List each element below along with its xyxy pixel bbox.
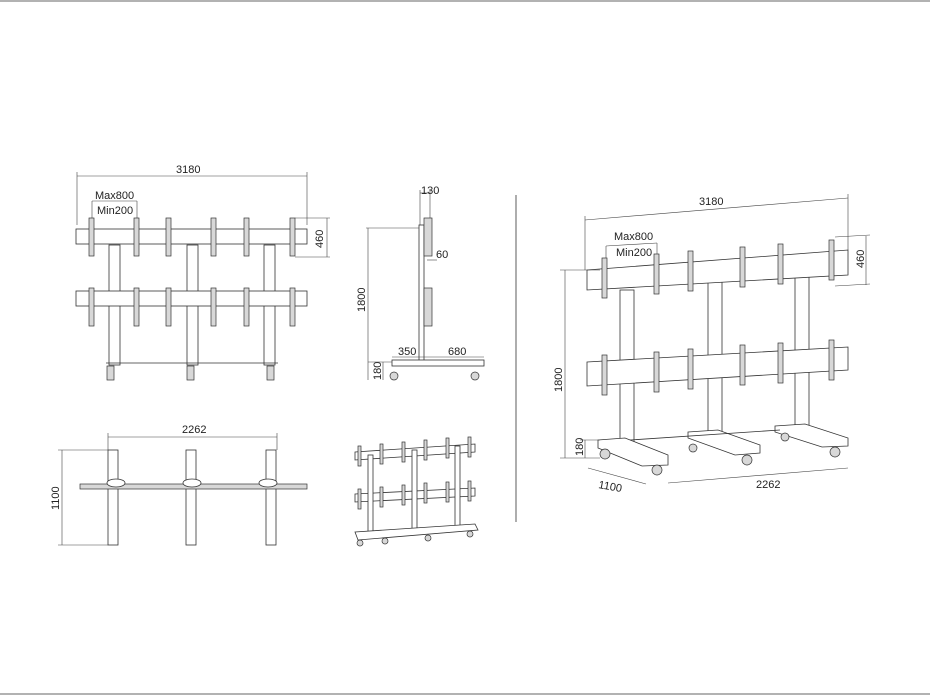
iso-max-label: Max800 — [614, 231, 653, 243]
iso-view: 3180 Max800 Min200 460 1800 180 1100 226… — [553, 194, 871, 495]
side-height-label: 1800 — [356, 288, 368, 312]
iso-base-height-label: 180 — [574, 438, 586, 456]
iso-bracket-height-label: 460 — [855, 250, 867, 268]
side-depth-label: 130 — [421, 185, 439, 197]
iso-width-label: 3180 — [699, 196, 723, 208]
small-iso-view — [354, 436, 479, 547]
front-max-label: Max800 — [95, 190, 134, 202]
iso-base-width-label: 2262 — [756, 479, 780, 491]
iso-min-label: Min200 — [616, 247, 652, 259]
front-width-label: 3180 — [176, 164, 200, 176]
side-view: 130 60 1800 350 680 180 — [356, 185, 485, 381]
side-back-label: 680 — [448, 346, 466, 358]
top-width-label: 2262 — [182, 424, 206, 436]
iso-height-label: 1800 — [553, 368, 565, 392]
top-crossbar — [75, 228, 308, 245]
top-view: 2262 1100 — [50, 424, 308, 546]
side-base-height-label: 180 — [372, 362, 384, 380]
bottom-crossbar — [75, 290, 308, 307]
iso-depth-label: 1100 — [597, 479, 622, 495]
front-view: 3180 Max800 Min200 460 — [75, 164, 330, 381]
side-front-label: 350 — [398, 346, 416, 358]
side-offset-label: 60 — [436, 249, 448, 261]
top-depth-label: 1100 — [50, 486, 62, 510]
front-height-label: 460 — [314, 230, 326, 248]
front-min-label: Min200 — [97, 205, 133, 217]
